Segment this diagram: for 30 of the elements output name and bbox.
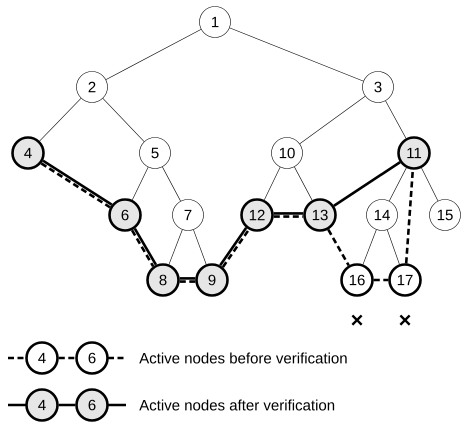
tree-edge bbox=[385, 100, 406, 139]
tree-edge bbox=[264, 166, 280, 200]
tree-edge bbox=[300, 96, 366, 144]
dashed-path-line bbox=[180, 280, 196, 283]
dashed-path-line bbox=[58, 356, 76, 360]
tree-edge bbox=[132, 166, 148, 200]
legend-text: Active nodes before verification bbox=[139, 352, 347, 364]
dashed-path-line bbox=[404, 170, 414, 264]
cross-mark: × bbox=[352, 314, 362, 326]
cross-mark: × bbox=[400, 314, 410, 326]
tree-edge bbox=[362, 229, 377, 265]
solid-path-line bbox=[58, 404, 76, 406]
tree-edge bbox=[229, 28, 364, 82]
dashed-path-line bbox=[327, 228, 350, 266]
solid-path-line bbox=[274, 212, 304, 215]
tree-edge bbox=[388, 168, 407, 202]
tree-edge bbox=[106, 29, 202, 80]
tree-edge bbox=[386, 230, 400, 264]
tree-edge bbox=[162, 166, 181, 202]
legend-text: Active nodes after verification bbox=[139, 400, 334, 410]
solid-path-line bbox=[180, 277, 196, 280]
solid-path-line bbox=[333, 161, 401, 207]
tree-edge bbox=[39, 98, 82, 142]
dashed-path-line bbox=[374, 278, 388, 282]
dashed-path-line bbox=[274, 215, 304, 218]
tree-edge bbox=[421, 168, 438, 202]
tree-edge bbox=[102, 98, 144, 142]
tree-edge bbox=[193, 230, 206, 265]
tree-edge bbox=[294, 166, 312, 200]
tree-edge bbox=[168, 229, 183, 265]
